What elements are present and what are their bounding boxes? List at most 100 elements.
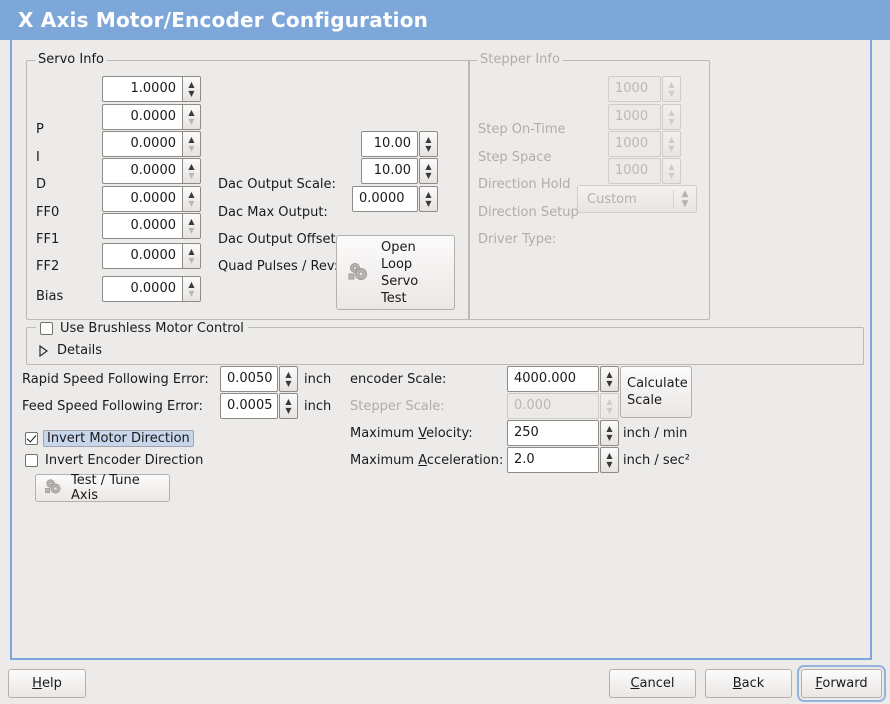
rapid-following-error-value[interactable]: 0.0050 bbox=[220, 366, 278, 392]
step-space-value[interactable]: 1000 bbox=[608, 104, 661, 130]
servo-input-ff0-spinner[interactable]: ▲▼ bbox=[182, 158, 201, 184]
checkbox-box[interactable] bbox=[25, 432, 38, 445]
dac-output-offset-value[interactable]: 0.0000 bbox=[352, 186, 418, 212]
spin-down-icon[interactable]: ▼ bbox=[606, 379, 613, 388]
feed-following-error-value[interactable]: 0.0005 bbox=[220, 393, 278, 419]
direction-hold-value[interactable]: 1000 bbox=[608, 131, 661, 157]
invert-encoder-direction-checkbox[interactable]: Invert Encoder Direction bbox=[25, 453, 203, 468]
spin-up-icon[interactable]: ▲ bbox=[425, 162, 432, 171]
feed-following-error-input[interactable]: 0.0005 ▲▼ bbox=[220, 393, 298, 419]
cancel-button[interactable]: Cancel bbox=[609, 669, 696, 698]
stepper-scale-spinner[interactable]: ▲▼ bbox=[600, 393, 619, 419]
step-on-time-spinner[interactable]: ▲▼ bbox=[662, 76, 681, 102]
step-on-time-value[interactable]: 1000 bbox=[608, 76, 661, 102]
spin-down-icon[interactable]: ▼ bbox=[188, 289, 195, 298]
servo-input-deadband[interactable]: 0.0000 ▲▼ bbox=[102, 276, 201, 302]
spin-up-icon[interactable]: ▲ bbox=[188, 190, 195, 199]
encoder-scale-spinner[interactable]: ▲▼ bbox=[600, 366, 619, 392]
servo-input-d-spinner[interactable]: ▲▼ bbox=[182, 131, 201, 157]
spin-down-icon[interactable]: ▼ bbox=[606, 433, 613, 442]
dac-max-output-value[interactable]: 10.00 bbox=[361, 158, 418, 184]
dac-max-output-spinner[interactable]: ▲▼ bbox=[419, 158, 438, 184]
rapid-following-error-spinner[interactable]: ▲▼ bbox=[279, 366, 298, 392]
spin-up-icon[interactable]: ▲ bbox=[425, 135, 432, 144]
spin-down-icon[interactable]: ▼ bbox=[606, 406, 613, 415]
step-space-input[interactable]: 1000 ▲▼ bbox=[608, 104, 681, 130]
max-acceleration-input[interactable]: 2.0 ▲▼ bbox=[507, 447, 619, 473]
spin-down-icon[interactable]: ▼ bbox=[285, 379, 292, 388]
servo-input-i[interactable]: 0.0000 ▲▼ bbox=[102, 104, 201, 130]
direction-hold-input[interactable]: 1000 ▲▼ bbox=[608, 131, 681, 157]
dac-output-scale-input[interactable]: 10.00 ▲▼ bbox=[361, 131, 438, 157]
servo-input-bias-spinner[interactable]: ▲▼ bbox=[182, 243, 201, 269]
servo-input-ff1-value[interactable]: 0.0000 bbox=[102, 186, 182, 212]
servo-input-p-spinner[interactable]: ▲▼ bbox=[182, 76, 201, 102]
servo-input-ff0[interactable]: 0.0000 ▲▼ bbox=[102, 158, 201, 184]
back-button[interactable]: Back bbox=[705, 669, 792, 698]
invert-motor-direction-checkbox[interactable]: Invert Motor Direction bbox=[25, 430, 194, 447]
spin-up-icon[interactable]: ▲ bbox=[606, 397, 613, 406]
spin-down-icon[interactable]: ▼ bbox=[188, 226, 195, 235]
spin-up-icon[interactable]: ▲ bbox=[425, 190, 432, 199]
open-loop-servo-test-button[interactable]: Open Loop Servo Test bbox=[336, 235, 455, 310]
spin-down-icon[interactable]: ▼ bbox=[668, 144, 675, 153]
servo-input-i-spinner[interactable]: ▲▼ bbox=[182, 104, 201, 130]
test-tune-axis-button[interactable]: Test / Tune Axis bbox=[35, 473, 170, 503]
spin-up-icon[interactable]: ▲ bbox=[668, 108, 675, 117]
checkbox-box[interactable] bbox=[25, 454, 38, 467]
direction-setup-value[interactable]: 1000 bbox=[608, 158, 661, 184]
spin-up-icon[interactable]: ▲ bbox=[606, 370, 613, 379]
spin-down-icon[interactable]: ▼ bbox=[188, 171, 195, 180]
servo-input-bias[interactable]: 0.0000 ▲▼ bbox=[102, 243, 201, 269]
driver-type-select[interactable]: Custom ▲▼ bbox=[577, 185, 697, 213]
encoder-scale-value[interactable]: 4000.000 bbox=[507, 366, 599, 392]
checkbox-box[interactable] bbox=[40, 322, 53, 335]
stepper-scale-input[interactable]: 0.000 ▲▼ bbox=[507, 393, 619, 419]
encoder-scale-input[interactable]: 4000.000 ▲▼ bbox=[507, 366, 619, 392]
spin-down-icon[interactable]: ▼ bbox=[425, 144, 432, 153]
direction-setup-spinner[interactable]: ▲▼ bbox=[662, 158, 681, 184]
triangle-right-icon[interactable] bbox=[38, 344, 49, 357]
spin-up-icon[interactable]: ▲ bbox=[668, 162, 675, 171]
spin-down-icon[interactable]: ▼ bbox=[668, 117, 675, 126]
use-brushless-motor-control-checkbox[interactable]: Use Brushless Motor Control bbox=[36, 321, 248, 336]
dac-output-offset-spinner[interactable]: ▲▼ bbox=[419, 186, 438, 212]
feed-following-error-spinner[interactable]: ▲▼ bbox=[279, 393, 298, 419]
servo-input-ff2-spinner[interactable]: ▲▼ bbox=[182, 213, 201, 239]
spin-down-icon[interactable]: ▼ bbox=[188, 199, 195, 208]
spin-down-icon[interactable]: ▼ bbox=[285, 406, 292, 415]
spin-down-icon[interactable]: ▼ bbox=[188, 256, 195, 265]
servo-input-deadband-spinner[interactable]: ▲▼ bbox=[182, 276, 201, 302]
spin-down-icon[interactable]: ▼ bbox=[188, 89, 195, 98]
spin-down-icon[interactable]: ▼ bbox=[425, 171, 432, 180]
spin-up-icon[interactable]: ▲ bbox=[188, 80, 195, 89]
servo-input-d[interactable]: 0.0000 ▲▼ bbox=[102, 131, 201, 157]
servo-input-ff0-value[interactable]: 0.0000 bbox=[102, 158, 182, 184]
spin-up-icon[interactable]: ▲ bbox=[188, 247, 195, 256]
servo-input-p-value[interactable]: 1.0000 bbox=[102, 76, 182, 102]
stepper-scale-value[interactable]: 0.000 bbox=[507, 393, 599, 419]
max-velocity-input[interactable]: 250 ▲▼ bbox=[507, 420, 619, 446]
spin-up-icon[interactable]: ▲ bbox=[606, 451, 613, 460]
max-acceleration-value[interactable]: 2.0 bbox=[507, 447, 599, 473]
spin-up-icon[interactable]: ▲ bbox=[606, 424, 613, 433]
servo-input-d-value[interactable]: 0.0000 bbox=[102, 131, 182, 157]
spin-up-icon[interactable]: ▲ bbox=[668, 135, 675, 144]
servo-input-ff1-spinner[interactable]: ▲▼ bbox=[182, 186, 201, 212]
calculate-scale-button[interactable]: Calculate Scale bbox=[620, 366, 692, 418]
servo-input-deadband-value[interactable]: 0.0000 bbox=[102, 276, 182, 302]
servo-input-ff2-value[interactable]: 0.0000 bbox=[102, 213, 182, 239]
forward-button[interactable]: Forward bbox=[797, 665, 886, 702]
spin-up-icon[interactable]: ▲ bbox=[285, 370, 292, 379]
max-acceleration-spinner[interactable]: ▲▼ bbox=[600, 447, 619, 473]
details-expander[interactable]: Details bbox=[38, 343, 102, 358]
spin-down-icon[interactable]: ▼ bbox=[188, 144, 195, 153]
spin-up-icon[interactable]: ▲ bbox=[188, 217, 195, 226]
spin-up-icon[interactable]: ▲ bbox=[188, 280, 195, 289]
dac-output-scale-value[interactable]: 10.00 bbox=[361, 131, 418, 157]
servo-input-i-value[interactable]: 0.0000 bbox=[102, 104, 182, 130]
spin-down-icon[interactable]: ▼ bbox=[606, 460, 613, 469]
spin-down-icon[interactable]: ▼ bbox=[668, 171, 675, 180]
step-on-time-input[interactable]: 1000 ▲▼ bbox=[608, 76, 681, 102]
rapid-following-error-input[interactable]: 0.0050 ▲▼ bbox=[220, 366, 298, 392]
